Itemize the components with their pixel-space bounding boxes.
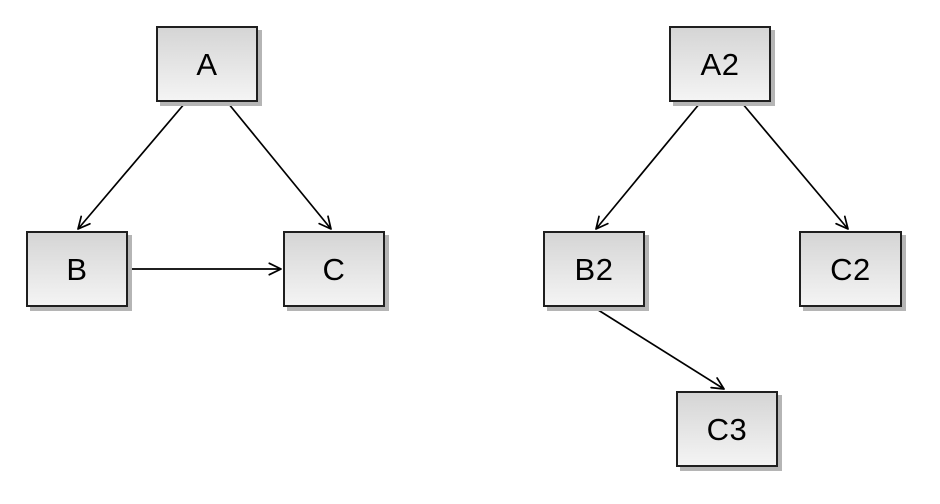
edge-B-C [128, 262, 282, 276]
node-label-B2: B2 [574, 251, 614, 287]
edge-A2-B2 [595, 102, 701, 230]
node-label-C2: C2 [830, 251, 871, 287]
edge-B2-C3 [594, 307, 725, 390]
node-A: A [156, 26, 258, 102]
node-label-C: C [322, 251, 346, 287]
edge-A2-C2 [741, 102, 849, 230]
node-label-A2: A2 [700, 46, 740, 82]
node-B: B [26, 231, 128, 307]
node-label-B: B [66, 251, 88, 287]
node-A2: A2 [669, 26, 771, 102]
node-label-A: A [196, 46, 218, 82]
node-C3: C3 [676, 391, 778, 467]
node-B2: B2 [543, 231, 645, 307]
edge-A-C [227, 102, 332, 230]
node-label-C3: C3 [706, 411, 748, 447]
node-C: C [283, 231, 385, 307]
edge-A-B [77, 102, 186, 230]
node-C2: C2 [799, 231, 902, 307]
